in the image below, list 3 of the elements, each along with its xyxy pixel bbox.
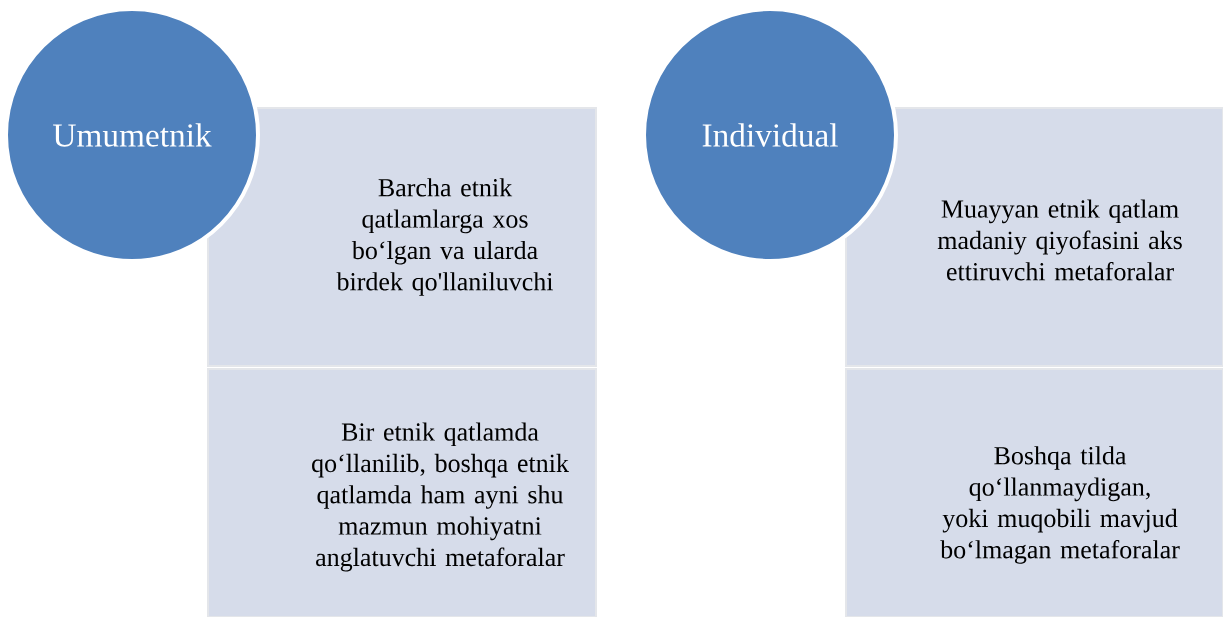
text-box: Bir etnik qatlamda qo‘llanilib, boshqa etnik qatlamda ham ayni shu mazmun mohiyatni anglatuvchi metaforalar <box>207 368 597 617</box>
text-box: Muayyan etnik qatlam madaniy qiyofasini aks ettiruvchi metaforalar <box>845 107 1223 367</box>
text-box: Boshqa tilda qo‘llanmaydigan, yoki muqobili mavjud bo‘lmagan metaforalar <box>845 368 1223 617</box>
